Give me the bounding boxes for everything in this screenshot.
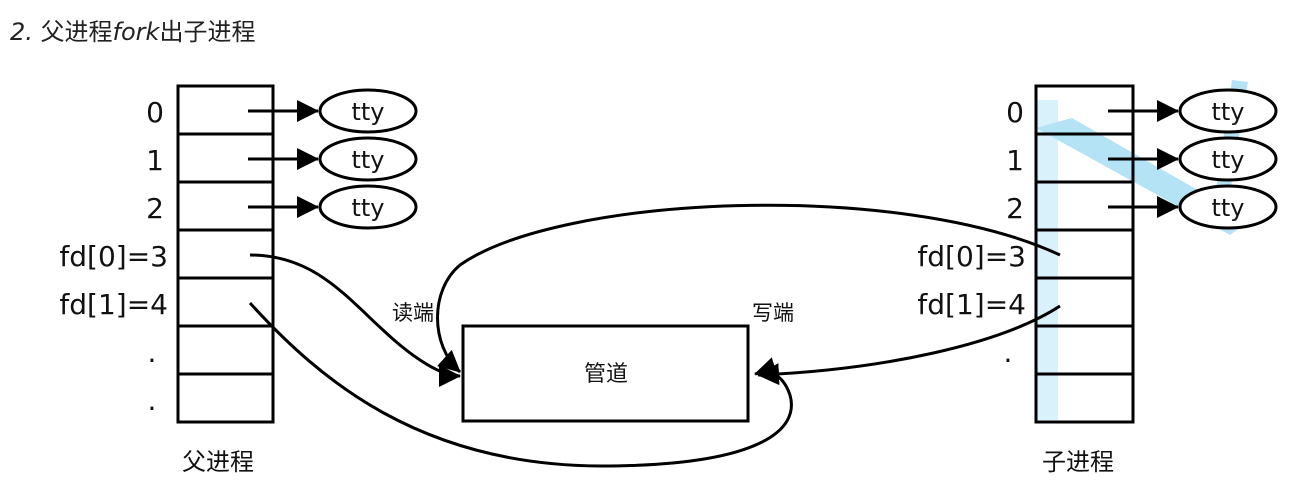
parent-fd-label: fd[0]=3 xyxy=(59,240,168,273)
parent-tty-label: tty xyxy=(351,146,384,174)
heading-prefix: 父进程 xyxy=(40,18,113,46)
heading-number: 2. xyxy=(10,18,33,46)
diagram-heading: 2. 父进程fork出子进程 xyxy=(10,12,255,47)
parent-fd-label: . xyxy=(148,336,157,369)
highlight-strip xyxy=(1036,100,1058,420)
pipe-label: 管道 xyxy=(584,362,628,387)
parent-table-frame xyxy=(176,84,275,424)
child-table-frame xyxy=(1034,84,1135,424)
pipe-box: 管道 读端 写端 xyxy=(392,301,794,423)
pipe-rect xyxy=(461,324,750,423)
child-fd-label: 0 xyxy=(1006,96,1024,129)
parent-fd-table xyxy=(176,84,275,424)
child-tty-node xyxy=(1178,88,1278,134)
child-read-curve xyxy=(436,203,1061,374)
child-fd-label: 2 xyxy=(1006,192,1024,225)
parent-fd-label: 0 xyxy=(146,96,164,129)
parent-fd-label: 1 xyxy=(146,144,164,177)
parent-fd-labels: 0 1 2 fd[0]=3 fd[1]=4 . . xyxy=(59,96,168,417)
parent-tty-node xyxy=(318,136,418,182)
parent-fd-label: 2 xyxy=(146,192,164,225)
child-tty-links: tty tty tty xyxy=(1108,88,1278,230)
pipe-connections xyxy=(248,203,1061,468)
parent-tty-node xyxy=(318,88,418,134)
pipe-read-end-label: 读端 xyxy=(392,301,434,325)
parent-fd-label: fd[1]=4 xyxy=(59,288,168,321)
heading-keyword: fork xyxy=(112,18,160,46)
pipe-write-end-label: 写端 xyxy=(752,301,794,325)
child-fd-label: 1 xyxy=(1006,144,1024,177)
parent-write-curve xyxy=(248,301,793,468)
child-tty-label: tty xyxy=(1211,146,1244,174)
parent-fd-label: . xyxy=(148,384,157,417)
child-tty-label: tty xyxy=(1211,98,1244,126)
parent-tty-links: tty tty tty xyxy=(248,88,418,230)
child-fd-label: fd[0]=3 xyxy=(917,240,1026,273)
child-fd-table xyxy=(1034,84,1135,424)
child-tty-node xyxy=(1178,184,1278,230)
parent-caption: 父进程 xyxy=(182,448,254,476)
child-fd-label: . xyxy=(1004,336,1013,369)
parent-tty-node xyxy=(318,184,418,230)
child-fd-label: fd[1]=4 xyxy=(917,288,1026,321)
parent-tty-label: tty xyxy=(351,194,384,222)
child-tty-node xyxy=(1178,136,1278,182)
child-fd-labels: 0 1 2 fd[0]=3 fd[1]=4 . xyxy=(917,96,1026,369)
child-write-curve xyxy=(757,304,1061,386)
heading-suffix: 出子进程 xyxy=(159,18,256,46)
child-caption: 子进程 xyxy=(1042,448,1114,476)
child-tty-label: tty xyxy=(1211,194,1244,222)
parent-tty-label: tty xyxy=(351,98,384,126)
